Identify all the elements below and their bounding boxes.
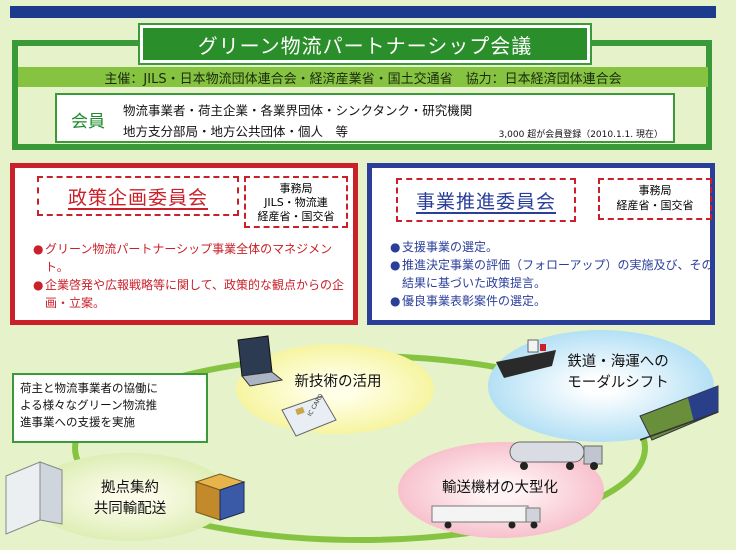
policy-bullet-item: ●グリーン物流パートナーシップ事業全体のマネジメント。 [33, 240, 353, 276]
policy-bullet-text: 企業啓発や広報戦略等に関して、政策的な観点からの企画・立案。 [45, 278, 345, 310]
cargo-boxes-icon [194, 473, 246, 521]
support-line-1: 荷主と物流事業者の協働に [20, 381, 158, 395]
policy-secretariat-line-1: JILS・物流連 [264, 196, 328, 209]
promotion-secretariat-label: 事務局 [638, 184, 672, 197]
members-label: 会員 [71, 112, 105, 132]
bullet-dot-icon: ● [33, 278, 44, 292]
members-line-2: 地方支分部局・地方公共団体・個人 等 [123, 124, 349, 139]
members-line-1: 物流事業者・荷主企業・各業界団体・シンクタンク・研究機関 [123, 103, 473, 118]
ship-icon [496, 339, 556, 378]
promotion-committee-title: 事業推進委員会 [396, 178, 576, 222]
hub-line-2: 共同輸配送 [93, 501, 167, 517]
promotion-committee-title-text: 事業推進委員会 [415, 190, 556, 213]
bullet-dot-icon: ● [390, 258, 401, 272]
top-banner-bar [10, 6, 716, 18]
support-box: 荷主と物流事業者の協働に よる様々なグリーン物流推 進事業への支援を実施 [12, 373, 208, 443]
policy-bullet-item: ●企業啓発や広報戦略等に関して、政策的な観点からの企画・立案。 [33, 276, 353, 312]
support-line-2: よる様々なグリーン物流推 [20, 398, 158, 412]
promotion-bullet-text: 支援事業の選定。 [402, 240, 499, 254]
hub-line-1: 拠点集約 [101, 480, 159, 496]
promotion-bullet-item: ●推進決定事業の評価（フォローアップ）の実施及び、その結果に基づいた政策提言。 [390, 256, 715, 292]
laptop-icon [237, 335, 284, 387]
tanker-truck-icon [509, 441, 603, 470]
promotion-bullet-item: ●支援事業の選定。 [390, 238, 715, 256]
train-icon [639, 385, 719, 441]
promotion-bullet-text: 優良事業表彰案件の選定。 [402, 294, 547, 308]
ic-card-icon: IC CARD [281, 392, 337, 437]
promotion-bullet-text: 推進決定事業の評価（フォローアップ）の実施及び、その結果に基づいた政策提言。 [402, 258, 714, 290]
large-vehicle-label: 輸送機材の大型化 [442, 480, 558, 496]
promotion-secretariat: 事務局 経産省・国交省 [598, 178, 712, 220]
policy-bullets: ●グリーン物流パートナーシップ事業全体のマネジメント。 ●企業啓発や広報戦略等に… [33, 240, 353, 312]
new-tech-label: 新技術の活用 [294, 374, 382, 390]
policy-secretariat-line-2: 経産省・国交省 [257, 210, 335, 223]
policy-committee-title: 政策企画委員会 [37, 176, 239, 216]
policy-committee-box: 政策企画委員会 事務局 JILS・物流連 経産省・国交省 ●グリーン物流パートナ… [10, 163, 358, 325]
bullet-dot-icon: ● [33, 242, 44, 256]
members-box: 会員 物流事業者・荷主企業・各業界団体・シンクタンク・研究機関 地方支分部局・地… [55, 93, 675, 143]
sponsor-line: 主催：JILS・日本物流団体連合会・経済産業省・国土交通省 協力：日本経済団体連… [18, 67, 708, 87]
hub-label: 拠点集約 共同輸配送 [70, 478, 190, 520]
policy-secretariat: 事務局 JILS・物流連 経産省・国交省 [244, 176, 348, 228]
trailer-truck-icon [431, 505, 541, 529]
warehouse-icon [5, 461, 63, 535]
policy-secretariat-label: 事務局 [279, 182, 313, 195]
conference-title: グリーン物流パートナーシップ会議 [140, 25, 590, 63]
support-line-3: 進事業への支援を実施 [20, 415, 135, 429]
modal-shift-label: 鉄道・海運への モーダルシフト [548, 352, 688, 394]
promotion-secretariat-line-1: 経産省・国交省 [616, 199, 694, 212]
promotion-committee-box: 事業推進委員会 事務局 経産省・国交省 ●支援事業の選定。 ●推進決定事業の評価… [367, 163, 715, 325]
bullet-dot-icon: ● [390, 240, 401, 254]
policy-bullet-text: グリーン物流パートナーシップ事業全体のマネジメント。 [45, 242, 333, 274]
members-count: 3,000 超が会員登録（2010.1.1. 現在） [498, 130, 663, 140]
modal-shift-line-1: 鉄道・海運への [567, 354, 669, 370]
bullet-dot-icon: ● [390, 294, 401, 308]
modal-shift-line-2: モーダルシフト [567, 375, 669, 391]
promotion-bullets: ●支援事業の選定。 ●推進決定事業の評価（フォローアップ）の実施及び、その結果に… [390, 238, 715, 310]
promotion-bullet-item: ●優良事業表彰案件の選定。 [390, 292, 715, 310]
policy-committee-title-text: 政策企画委員会 [67, 186, 208, 209]
